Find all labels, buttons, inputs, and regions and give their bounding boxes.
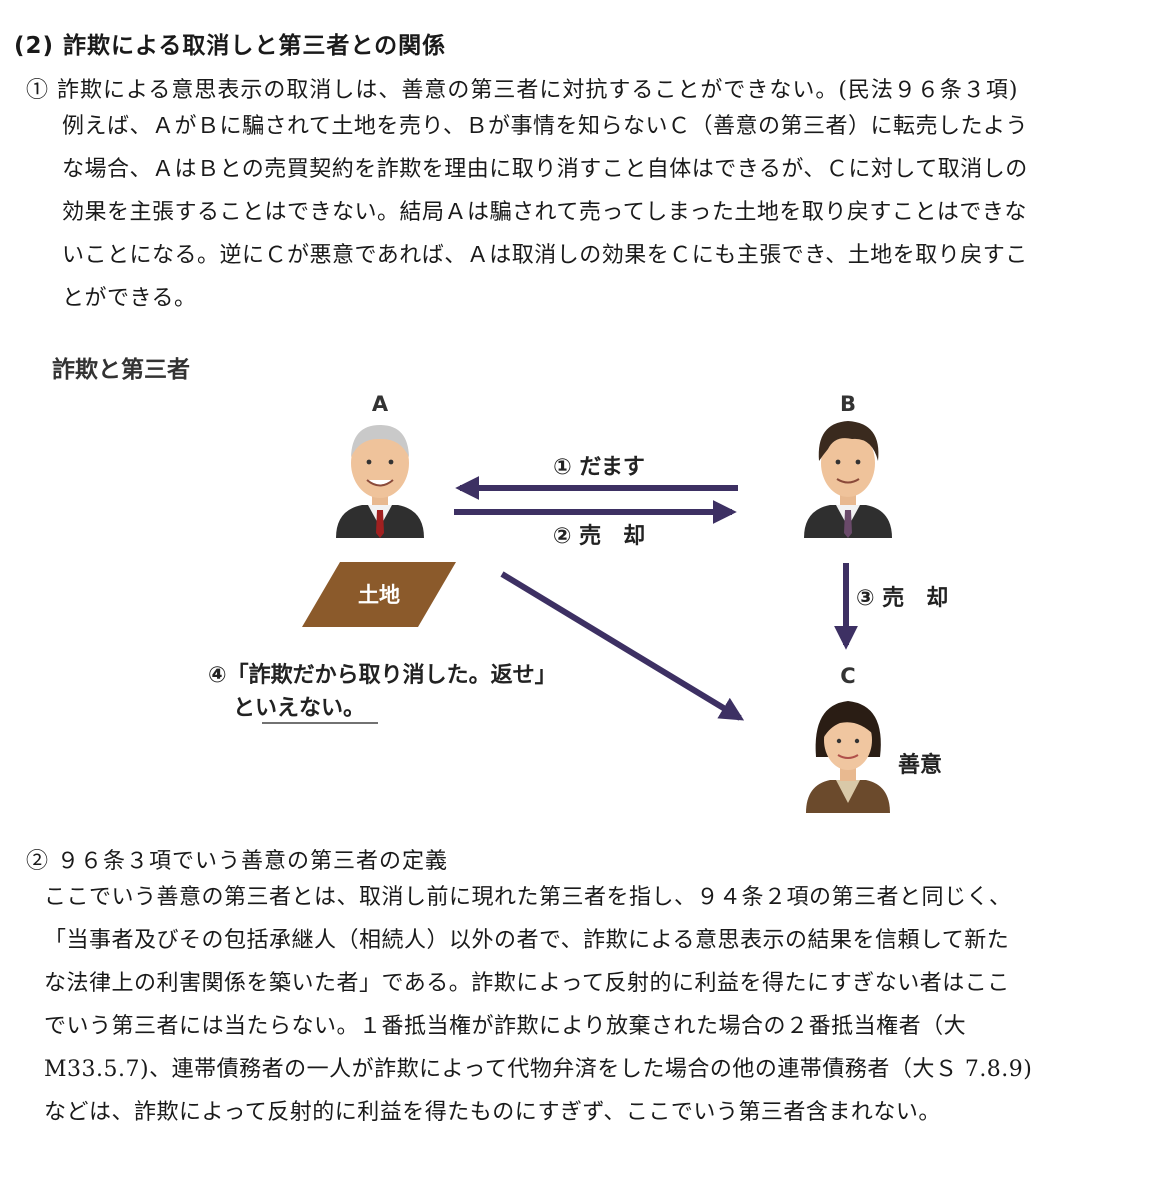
person-c-avatar bbox=[806, 701, 890, 813]
person-b-avatar bbox=[804, 421, 892, 538]
arrow-sale-b-c-label: ③ 売 却 bbox=[856, 585, 948, 611]
arrow-claim-a-c bbox=[500, 571, 745, 721]
person-c-label: C bbox=[840, 664, 855, 688]
item1-line: な場合、ＡはＢとの売買契約を詐欺を理由に取り消すこと自体はできるが、Ｃに対して取… bbox=[62, 157, 1028, 182]
arrow-sale-a-b-label: ② 売 却 bbox=[553, 523, 645, 549]
item1-line: とができる。 bbox=[62, 286, 197, 311]
person-a-avatar bbox=[336, 425, 424, 538]
item1-paragraph: 例えば、ＡがＢに騙されて土地を売り、Ｂが事情を知らないＣ（善意の第三者）に転売し… bbox=[62, 105, 1028, 320]
land-label: 土地 bbox=[358, 583, 400, 607]
land-parcel bbox=[302, 562, 456, 627]
item1-line: 効果を主張することはできない。結局Ａは騙されて売ってしまった土地を取り戻すことは… bbox=[62, 200, 1027, 225]
item2-line: でいう第三者には当たらない。１番抵当権が詐欺により放棄された場合の２番抵当権者（… bbox=[44, 1014, 967, 1039]
item1-line: 例えば、ＡがＢに騙されて土地を売り、Ｂが事情を知らないＣ（善意の第三者）に転売し… bbox=[62, 114, 1028, 139]
item2-line: ここでいう善意の第三者とは、取消し前に現れた第三者を指し、９４条２項の第三者と同… bbox=[44, 885, 1012, 910]
c-status-label: 善意 bbox=[898, 752, 942, 778]
note-line-2: といえない。 bbox=[233, 696, 365, 721]
person-b-label: B bbox=[840, 392, 856, 416]
item2-title: ② ９６条３項でいう善意の第三者の定義 bbox=[26, 849, 448, 874]
arrow-deceive-label: ① だます bbox=[553, 455, 645, 480]
item1-title: ① 詐欺による意思表示の取消しは、善意の第三者に対抗することができない。(民法９… bbox=[26, 78, 1019, 103]
section-heading: (2) 詐欺による取消しと第三者との関係 bbox=[14, 33, 447, 59]
person-a-label: A bbox=[372, 392, 389, 416]
note-line-1: ④「詐欺だから取り消した。返せ」 bbox=[208, 662, 557, 688]
item2-line: な法律上の利害関係を築いた者」である。詐欺によって反射的に利益を得たにすぎない者… bbox=[44, 971, 1010, 996]
diagram-title: 詐欺と第三者 bbox=[52, 356, 190, 383]
item2-line: M33.5.7)、連帯債務者の一人が詐欺によって代物弁済をした場合の他の連帯債務… bbox=[44, 1057, 1033, 1082]
item2-line: などは、詐欺によって反射的に利益を得たものにすぎず、ここでいう第三者含まれない。 bbox=[44, 1100, 941, 1125]
fraud-diagram: 詐欺と第三者 A B C bbox=[40, 345, 1120, 825]
item2-line: 「当事者及びその包括承継人（相続人）以外の者で、詐欺による意思表示の結果を信頼し… bbox=[44, 928, 1010, 953]
item2-paragraph: ここでいう善意の第三者とは、取消し前に現れた第三者を指し、９４条２項の第三者と同… bbox=[44, 876, 1032, 1134]
fraud-diagram-svg: 詐欺と第三者 A B C bbox=[52, 356, 948, 813]
item1-line: いことになる。逆にＣが悪意であれば、Ａは取消しの効果をＣにも主張でき、土地を取り… bbox=[62, 243, 1028, 268]
